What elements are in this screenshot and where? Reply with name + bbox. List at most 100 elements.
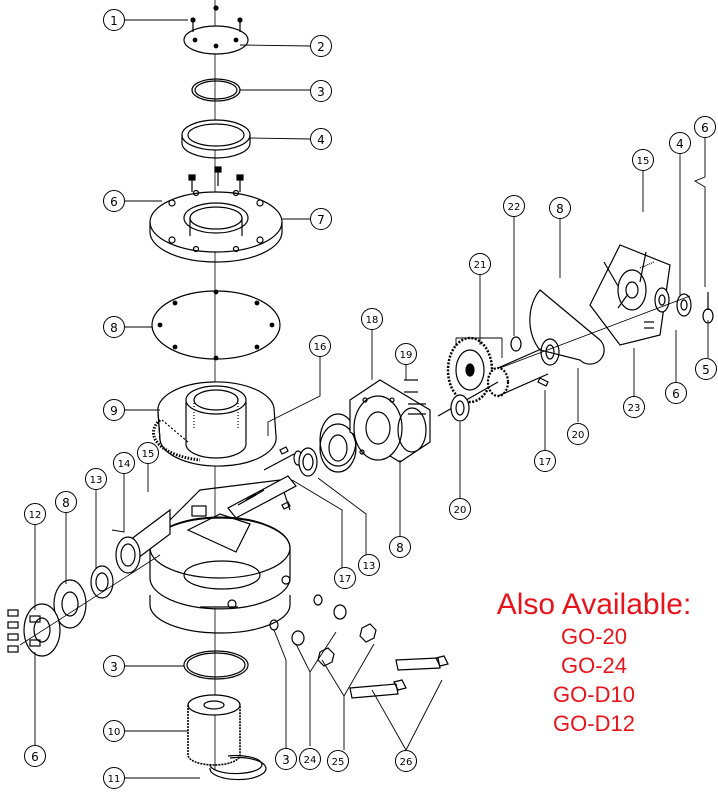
model-go-d12: GO-D12: [553, 711, 635, 736]
callout-8-left: 8: [55, 491, 77, 513]
callout-15-left: 15: [137, 442, 159, 464]
cover-plate-2: [183, 5, 249, 55]
callout-3-bottom: 3: [103, 655, 125, 677]
callout-3-top: 3: [310, 80, 332, 102]
mounting-flange-7: [149, 166, 283, 263]
svg-text:8: 8: [110, 321, 118, 335]
bearing-ring-4: [181, 119, 251, 159]
flange-cap-12: [7, 603, 61, 657]
svg-text:19: 19: [400, 350, 413, 361]
svg-text:12: 12: [29, 510, 42, 521]
svg-text:16: 16: [314, 342, 327, 353]
model-go-24: GO-24: [560, 653, 628, 678]
svg-text:4: 4: [676, 137, 684, 151]
callout-20-left: 20: [449, 498, 471, 520]
callout-19: 19: [395, 343, 417, 365]
callout-4-top: 4: [310, 128, 332, 150]
callout-4-right: 4: [669, 132, 691, 154]
callout-10: 10: [103, 720, 125, 742]
svg-text:21: 21: [474, 260, 487, 271]
callout-7: 7: [310, 208, 332, 230]
key-17b: [537, 377, 549, 387]
svg-text:1: 1: [110, 14, 118, 28]
callout-18: 18: [361, 308, 383, 330]
bearing-13b: [90, 565, 114, 599]
retaining-ring-11: [209, 754, 267, 781]
callout-1: 1: [103, 9, 125, 31]
callout-23: 23: [623, 396, 645, 418]
svg-text:11: 11: [108, 774, 121, 785]
callout-8-center: 8: [389, 536, 411, 558]
bearing-20a: [450, 394, 470, 422]
callout-26: 26: [395, 750, 417, 772]
svg-text:3: 3: [282, 753, 290, 767]
svg-text:4: 4: [317, 133, 325, 147]
callout-6-top: 6: [103, 190, 125, 212]
callout-2: 2: [310, 35, 332, 57]
svg-text:13: 13: [90, 475, 103, 486]
svg-text:2: 2: [317, 40, 325, 54]
callout-13-right: 13: [358, 554, 380, 576]
callouts: 1 2 3 4 6 7 8 9 16 18 19 21 22 8 15 4 6 …: [24, 9, 717, 789]
callout-20-right: 20: [567, 423, 589, 445]
svg-text:14: 14: [118, 459, 131, 470]
callout-8-top: 8: [103, 316, 125, 338]
model-go-d10: GO-D10: [553, 682, 635, 707]
svg-text:8: 8: [62, 496, 70, 510]
o-ring-3: [191, 78, 241, 102]
output-pinion-10: [187, 694, 241, 766]
callout-16: 16: [309, 335, 331, 357]
gasket-8-top: [151, 289, 281, 361]
washer-22: [510, 336, 522, 352]
gearbox-housing: [115, 479, 291, 634]
svg-text:3: 3: [110, 660, 118, 674]
gasket-8d: [53, 579, 87, 629]
worm-gear-9: [152, 381, 277, 467]
svg-text:3: 3: [317, 85, 325, 99]
callout-21: 21: [469, 253, 491, 275]
gasket-8c: [529, 289, 605, 365]
svg-text:13: 13: [363, 561, 376, 572]
seal-4-right: [676, 293, 692, 317]
callout-17-center: 17: [334, 567, 356, 589]
callout-17-right: 17: [534, 450, 556, 472]
callout-22: 22: [503, 195, 525, 217]
svg-text:20: 20: [572, 430, 585, 441]
callout-6-right-bottom: 6: [665, 382, 687, 404]
callout-24: 24: [299, 748, 321, 770]
svg-text:9: 9: [110, 404, 118, 418]
svg-text:17: 17: [539, 457, 552, 468]
callout-8-right: 8: [549, 197, 571, 219]
svg-text:8: 8: [556, 202, 564, 216]
callout-5: 5: [695, 358, 717, 380]
svg-text:15: 15: [142, 449, 155, 460]
screw-5: [702, 292, 714, 324]
svg-text:26: 26: [400, 757, 413, 768]
svg-text:18: 18: [366, 315, 379, 326]
svg-text:7: 7: [317, 213, 325, 227]
svg-text:20: 20: [454, 505, 467, 516]
key-17a: [279, 446, 291, 510]
callout-12: 12: [24, 503, 46, 525]
svg-text:6: 6: [672, 387, 680, 401]
callout-6-left: 6: [24, 745, 46, 767]
svg-text:25: 25: [332, 757, 345, 768]
plugs-and-bolts: [269, 594, 449, 699]
svg-text:24: 24: [304, 755, 317, 766]
o-ring-3-bottom: [183, 650, 249, 680]
svg-text:22: 22: [508, 202, 521, 213]
callout-14: 14: [113, 452, 135, 474]
svg-text:5: 5: [702, 363, 710, 377]
availability-title: Also Available:: [496, 588, 692, 621]
svg-text:6: 6: [110, 195, 118, 209]
svg-text:6: 6: [31, 750, 39, 764]
callout-9: 9: [103, 399, 125, 421]
model-go-20: GO-20: [560, 624, 628, 649]
callout-6-right-top: 6: [694, 116, 716, 138]
svg-text:23: 23: [628, 403, 641, 414]
callout-15-right: 15: [632, 149, 654, 171]
svg-text:10: 10: [108, 727, 121, 738]
worm-shaft-16: [227, 450, 303, 519]
callout-11: 11: [103, 767, 125, 789]
